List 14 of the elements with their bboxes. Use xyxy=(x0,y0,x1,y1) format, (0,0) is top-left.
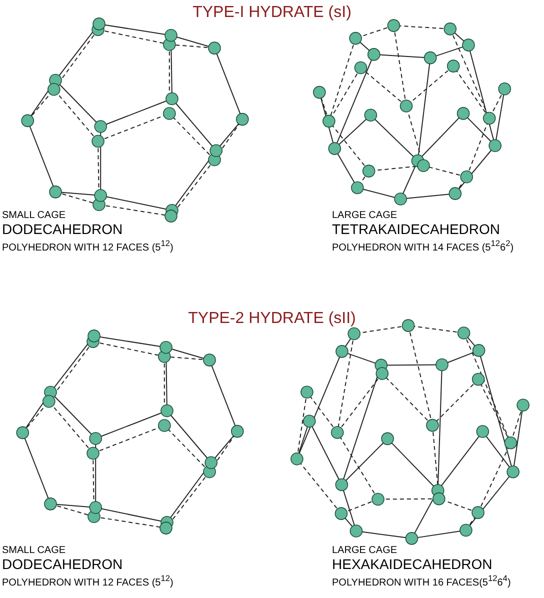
caption: LARGE CAGE xyxy=(332,210,398,221)
caption: LARGE CAGE xyxy=(332,545,398,556)
caption: SMALL CAGE xyxy=(2,545,66,556)
heading: TYPE-2 HYDRATE (sII) xyxy=(187,310,357,328)
caption: DODECAHEDRON xyxy=(2,222,123,238)
caption: POLYHEDRON WITH 12 FACES (5$^{12}$) xyxy=(2,574,174,588)
caption: TETRAKAIDECAHEDRON xyxy=(332,222,500,238)
caption: HEXAKAIDECAHEDRON xyxy=(332,557,492,572)
heading: TYPE-I HYDRATE (sI) xyxy=(192,4,352,22)
caption: DODECAHEDRON xyxy=(2,557,123,572)
caption: SMALL CAGE xyxy=(2,210,66,221)
caption: POLYHEDRON WITH 12 FACES (5$^{12}$) xyxy=(2,239,174,254)
caption: POLYHEDRON WITH 16 FACES(5$^{12}$6$^{4}$) xyxy=(332,574,511,588)
caption: POLYHEDRON WITH 14 FACES (5$^{12}$6$^{2}$) xyxy=(332,239,514,254)
